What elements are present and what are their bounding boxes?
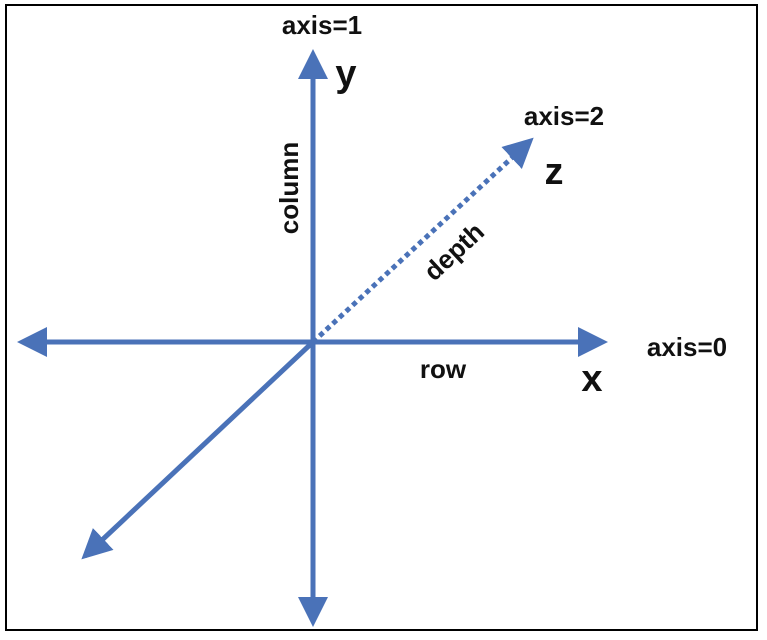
- z-letter-label: z: [545, 151, 564, 193]
- z-axis-dotted-arrow: [311, 137, 534, 344]
- column-label: column: [274, 142, 304, 234]
- axis-1-label: axis=1: [282, 10, 362, 40]
- row-label: row: [420, 354, 467, 384]
- depth-label: depth: [418, 216, 490, 286]
- diagram-frame: [5, 4, 758, 631]
- x-letter-label: x: [581, 358, 602, 400]
- axis-0-label: axis=0: [647, 332, 727, 362]
- y-letter-label: y: [335, 53, 356, 95]
- z-axis-back-arrow: [81, 340, 315, 560]
- axis-2-label: axis=2: [524, 101, 604, 131]
